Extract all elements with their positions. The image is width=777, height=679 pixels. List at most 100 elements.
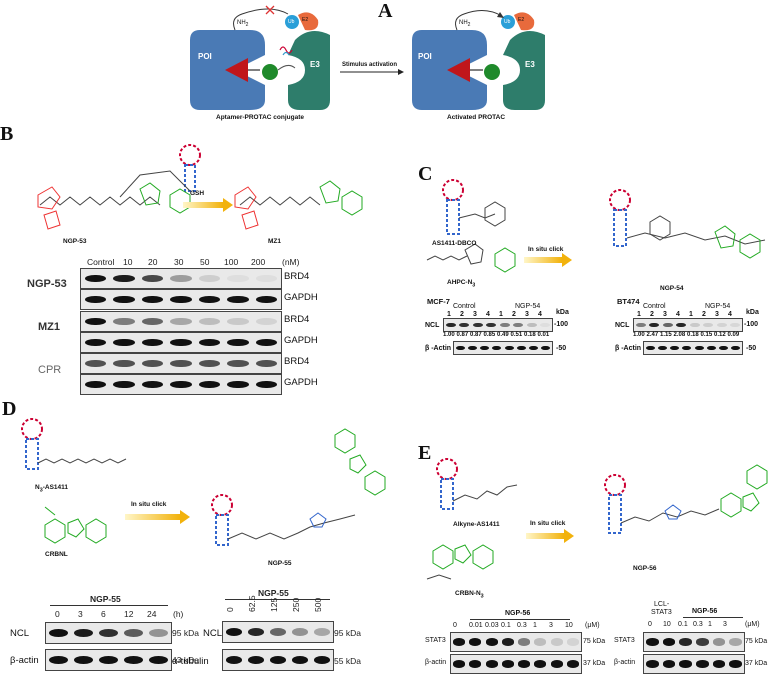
d-tub-kda: 55 kDa (334, 656, 361, 666)
panel-b-blot-row-band (113, 295, 135, 304)
e-stat3-kda: 75 kDa (583, 638, 606, 645)
panel-b-blot-row-band (256, 295, 278, 304)
panel-b-blot-row-band (227, 380, 249, 389)
e-conc2-label: 0.1 (678, 621, 688, 628)
bt474-quant-value: 2.47 (646, 332, 659, 338)
d-blot1-title-rule (50, 605, 168, 606)
ngp53-row-group: NGP-53 (27, 278, 67, 290)
crbn-n3-label: CRBN-N3 (455, 590, 484, 600)
panel-b-blot-row-band (256, 274, 278, 283)
e2-label-left: E2 (302, 17, 309, 23)
click-arrowhead-c (562, 253, 572, 267)
bt474-lane-number: 1 (637, 311, 641, 318)
bt474-quant-value: 0.18 (687, 332, 699, 338)
panel-b-blot-row-band (227, 274, 249, 283)
panel-d-structures (21, 418, 386, 546)
warhead-left (225, 58, 248, 82)
ngp56-structure-label: NGP-56 (633, 565, 657, 572)
panel-b-blot-row-band (170, 274, 192, 283)
conc-10: 10 (123, 257, 133, 267)
panel-b-blot-row-band (227, 295, 249, 304)
e-actin2-blot-band (662, 660, 676, 668)
e-conc-unit: (μM) (585, 622, 600, 629)
bt474-quant-value: 0.12 (714, 332, 726, 338)
e-stat3-blot-band (534, 638, 547, 646)
mcf7-ncl-label: NCL (425, 322, 440, 329)
panel-b-blot-row (80, 311, 282, 332)
bt474-ncl-label: NCL (615, 322, 630, 329)
e-conc2-label: 0.3 (693, 621, 703, 628)
mz1-structure-label: MZ1 (268, 238, 281, 245)
e-actin-blot-band (485, 660, 498, 668)
d-time-label: 0 (55, 609, 60, 619)
e-conc2-label: 0 (648, 621, 652, 628)
d-conc-label: 250 (291, 597, 301, 612)
mcf7-lane-number: 3 (473, 311, 477, 318)
d-conc-label: 125 (269, 597, 279, 612)
mcf7-quant-value: 0.18 (524, 332, 536, 338)
e-conc-label: 0.03 (485, 622, 499, 629)
gsh-arrowhead (223, 198, 233, 212)
bt474-quant-value: 1.00 (633, 332, 645, 338)
panel-b-blot-row-band (256, 338, 278, 347)
d-conc-label: 62.5 (247, 595, 257, 612)
panel-b-blot-row (80, 268, 282, 289)
e-actin-blot-band (550, 660, 563, 668)
d-ncl-blot-band (49, 629, 68, 637)
ngp53-structure-label: NGP-53 (63, 238, 87, 245)
bt474-actin-label: β -Actin (615, 345, 642, 352)
mcf7-control-label: Control (453, 303, 476, 310)
bt474-control-label: Control (643, 303, 666, 310)
mcf7-ncl-blot (443, 318, 553, 332)
e-stat3-blot-band (566, 638, 579, 646)
panel-letter-a: A (378, 0, 393, 22)
d-ncl2-blot-band (291, 628, 309, 636)
ahpc-label: AHPC-N3 (447, 279, 476, 289)
aptamer-icon-c1 (442, 179, 464, 235)
panel-letter-b: B (0, 123, 14, 145)
in-situ-click-d: In situ click (131, 501, 167, 508)
panel-b-row-label: BRD4 (284, 271, 310, 282)
mcf7-actin-blot-band (529, 345, 539, 351)
conc-unit: (nM) (282, 257, 300, 267)
d-time-label: 3 (78, 609, 83, 619)
e-stat3-blot-band (518, 638, 531, 646)
mcf7-quant-value: 0.85 (483, 332, 496, 338)
activated-protac-caption: Activated PROTAC (447, 114, 506, 121)
d-ncl2-kda: 95 kDa (334, 628, 361, 638)
aptamer-protac-caption: Aptamer-PROTAC conjugate (216, 114, 304, 121)
e-lcl2-label: STAT3 (651, 609, 672, 616)
e-stat3-2-blot-band (729, 638, 742, 646)
e-blot2-rule (683, 617, 743, 618)
panel-b-blot-row-band (198, 359, 221, 368)
panel-letter-d: D (2, 398, 17, 420)
e-conc-label: 10 (565, 622, 573, 629)
d-ncl-blot-band (124, 629, 143, 637)
bt474-lane-number: 4 (676, 311, 680, 318)
panel-b-blot-row-band (170, 359, 192, 368)
poi-label-left: POI (198, 52, 212, 61)
panel-b-blot-row-band (113, 338, 135, 347)
d-actin-blot-band (124, 656, 143, 664)
panel-b-blot-row-band (198, 380, 221, 389)
mcf7-ncl-blot-band (486, 322, 497, 328)
d-tub-blot (222, 649, 334, 671)
e-actin-label: β-actin (425, 659, 447, 666)
bt474-ncl-kda: -100 (744, 321, 759, 328)
mcf7-lane-number: 2 (512, 311, 516, 318)
conc-50: 50 (200, 257, 210, 267)
d-ncl2-blot-band (247, 628, 265, 636)
bt474-actin-blot-band (719, 345, 729, 351)
e3-label-right: E3 (525, 60, 535, 69)
aptamer-icon-c2 (609, 189, 631, 247)
bt474-ncl-blot-band (730, 322, 741, 328)
mcf7-lane-number: 4 (486, 311, 490, 318)
d-ncl-blot-band (149, 629, 168, 637)
bt474-lane-number: 3 (663, 311, 667, 318)
bt474-ncl-blot (633, 318, 743, 332)
panel-b-blot-row-band (84, 295, 106, 304)
d-actin-label: β-actin (10, 655, 39, 666)
e-conc2-label: 3 (723, 621, 727, 628)
d-actin-blot-band (49, 656, 68, 664)
bt474-label: BT474 (617, 297, 640, 306)
